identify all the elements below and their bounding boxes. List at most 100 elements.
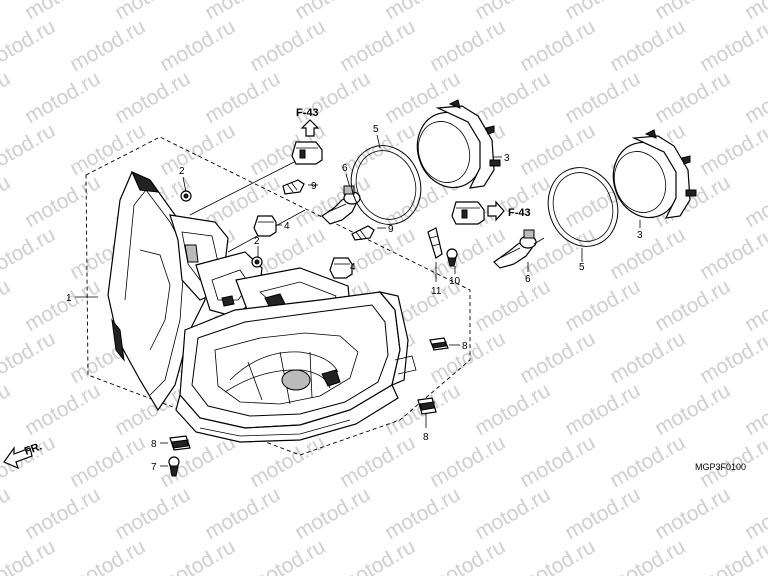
watermark-text: motod.ru	[651, 483, 734, 544]
watermark-text: motod.ru	[21, 171, 104, 232]
watermark-text: motod.ru	[561, 483, 644, 544]
watermark-text: motod.ru	[606, 223, 689, 284]
watermark-text: motod.ru	[651, 67, 734, 128]
watermark-text: motod.ru	[561, 379, 644, 440]
watermark-text: motod.ru	[201, 0, 284, 24]
bolt-2b	[251, 256, 263, 268]
watermark-text: motod.ru	[651, 379, 734, 440]
watermark-text: motod.ru	[426, 431, 509, 492]
callout-4b: 4	[350, 262, 356, 273]
watermark-text: motod.ru	[516, 15, 599, 76]
watermark-text: motod.ru	[21, 275, 104, 336]
callout-10: 10	[449, 276, 461, 287]
seal-ring-5a	[350, 145, 422, 225]
watermark-text: motod.ru	[0, 119, 59, 180]
watermark-text: motod.ru	[0, 223, 59, 284]
wire-clip-11	[427, 227, 443, 259]
screw-9b	[351, 225, 375, 241]
watermark-text: motod.ru	[651, 0, 734, 24]
watermark-text: motod.ru	[606, 431, 689, 492]
watermark-text: motod.ru	[516, 535, 599, 576]
callout-8b: 8	[423, 432, 429, 443]
leader-lines	[75, 134, 641, 467]
clip-8b	[417, 397, 437, 415]
watermark-text: motod.ru	[561, 275, 644, 336]
watermark-text: motod.ru	[471, 275, 554, 336]
watermark-text: motod.ru	[471, 379, 554, 440]
watermark-text: motod.ru	[0, 67, 14, 128]
watermark-text: motod.ru	[111, 0, 194, 24]
watermark-text: motod.ru	[471, 0, 554, 24]
watermark-text: motod.ru	[21, 483, 104, 544]
watermark-text: motod.ru	[561, 0, 644, 24]
dust-cover-3b	[612, 129, 697, 219]
clip-8c	[169, 435, 191, 451]
watermark-text: motod.ru	[696, 535, 768, 576]
callout-3b: 3	[637, 230, 643, 241]
watermark-text: motod.ru	[21, 379, 104, 440]
ref-upper: F-43	[296, 107, 319, 119]
watermark-text: motod.ru	[651, 275, 734, 336]
assembly-boundary	[85, 136, 471, 456]
callout-6a: 6	[342, 163, 348, 174]
callout-9b: 9	[388, 224, 394, 235]
watermark-text: motod.ru	[201, 483, 284, 544]
watermark-text: motod.ru	[516, 119, 599, 180]
screw-9a	[282, 179, 305, 195]
upper-grommet	[291, 141, 323, 165]
arrow-up-icon	[300, 119, 320, 137]
watermark-text: motod.ru	[156, 535, 239, 576]
screw-10	[446, 248, 458, 267]
watermark-text: motod.ru	[336, 535, 419, 576]
watermark-text: motod.ru	[336, 431, 419, 492]
watermark-text: motod.ru	[741, 67, 768, 128]
callout-8a: 8	[462, 341, 468, 352]
callout-4a: 4	[284, 221, 290, 232]
watermark-text: motod.ru	[741, 379, 768, 440]
watermark-text: motod.ru	[66, 535, 149, 576]
watermark-text: motod.ru	[381, 0, 464, 24]
watermark-text: motod.ru	[741, 171, 768, 232]
headlight-housing	[107, 171, 417, 443]
callout-11: 11	[431, 286, 442, 297]
watermark-text: motod.ru	[0, 379, 14, 440]
watermark-text: motod.ru	[426, 535, 509, 576]
watermark-text: motod.ru	[291, 67, 374, 128]
watermark-text: motod.ru	[246, 15, 329, 76]
bolt-7	[168, 456, 180, 477]
callout-6b: 6	[525, 274, 531, 285]
callout-2b: 2	[254, 236, 260, 247]
diagram-code: MGP3F0100	[695, 462, 746, 472]
watermark-text: motod.ru	[426, 15, 509, 76]
bulb-6b	[493, 229, 545, 269]
watermark-text: motod.ru	[741, 275, 768, 336]
callout-3a: 3	[504, 153, 510, 164]
arrow-right-icon	[487, 200, 505, 222]
watermark-text: motod.ru	[561, 67, 644, 128]
callout-5b: 5	[579, 262, 585, 273]
callout-numbers: 1 2 2 3 3 4 4 5 5 6 6 7 8 8 8 9 9 10 11	[66, 124, 643, 473]
watermark-text: motod.ru	[696, 327, 768, 388]
watermark-text: motod.ru	[471, 67, 554, 128]
watermark-text: motod.ru	[21, 0, 104, 24]
callout-8c: 8	[151, 439, 157, 450]
watermark-text: motod.ru	[21, 67, 104, 128]
watermark-text: motod.ru	[696, 15, 768, 76]
watermark-text: motod.ru	[66, 431, 149, 492]
right-grommet	[451, 201, 485, 225]
watermark-text: motod.ru	[111, 483, 194, 544]
watermark-text: motod.ru	[66, 119, 149, 180]
watermark-text: motod.ru	[111, 67, 194, 128]
watermark-text: motod.ru	[606, 15, 689, 76]
watermark-text: motod.ru	[0, 0, 14, 24]
watermark-text: motod.ru	[156, 119, 239, 180]
callout-1: 1	[66, 293, 72, 304]
watermark-text: motod.ru	[0, 327, 59, 388]
grommet-4b	[329, 257, 353, 279]
dust-cover-3a	[416, 99, 501, 189]
watermark-text: motod.ru	[381, 483, 464, 544]
callout-2a: 2	[179, 166, 185, 177]
watermark-text: motod.ru	[291, 0, 374, 24]
